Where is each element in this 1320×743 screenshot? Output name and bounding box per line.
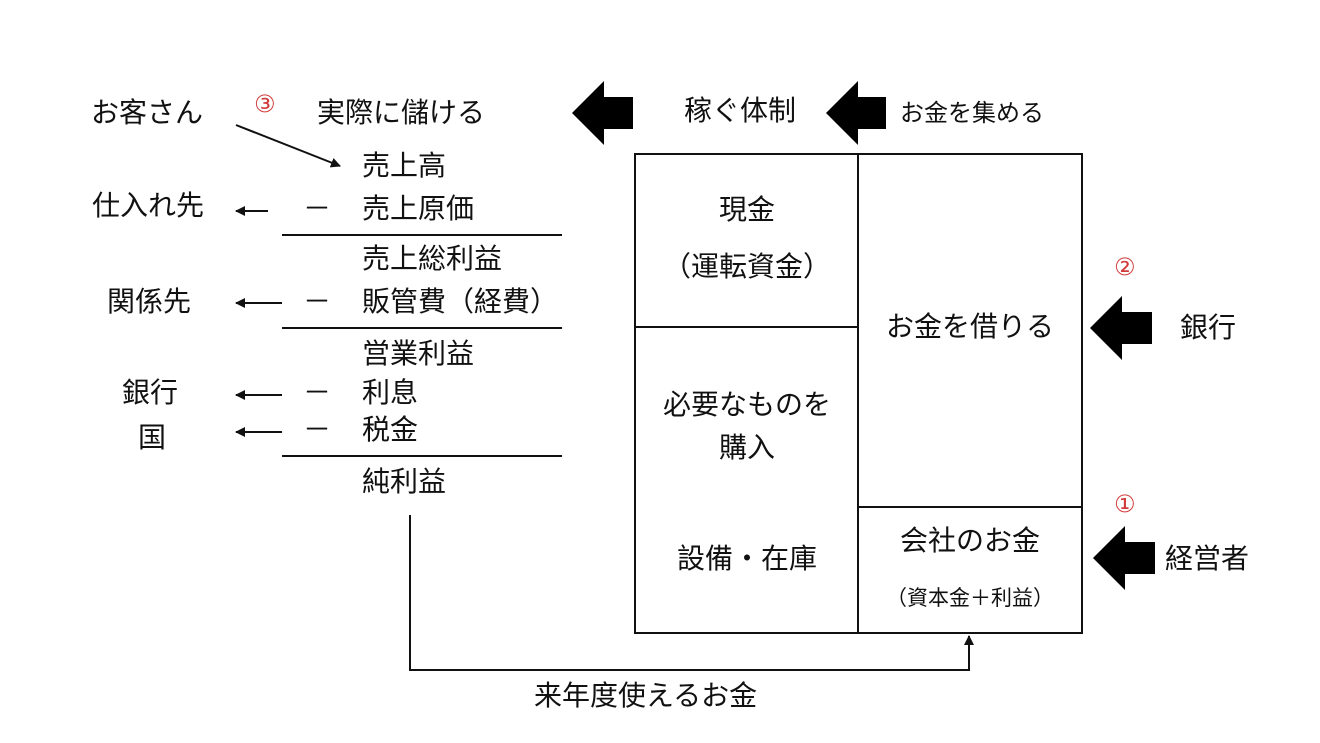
- recipient-country: 国: [138, 421, 167, 454]
- sga-label: 販管費（経費）: [362, 285, 559, 318]
- step1-marker: ①: [1114, 490, 1136, 518]
- earn-system-label: 稼ぐ体制: [684, 94, 797, 127]
- minus-interest: －: [303, 376, 332, 409]
- earn-system-arrow: [572, 81, 633, 145]
- equity-detail-label: （資本金＋利益）: [886, 586, 1054, 610]
- raise-money-arrow: [826, 81, 886, 145]
- borrow-label: お金を借りる: [885, 310, 1054, 343]
- step2-marker: ②: [1114, 253, 1136, 281]
- customer-label: お客さん: [91, 96, 204, 129]
- minus-tax: －: [303, 413, 332, 446]
- gross-profit-label: 売上総利益: [362, 242, 503, 275]
- purchase-line2: 購入: [718, 431, 775, 464]
- operating-profit-label: 営業利益: [362, 337, 475, 370]
- working-capital-label: （運転資金）: [662, 250, 831, 283]
- net-profit-label: 純利益: [362, 465, 447, 498]
- recipient-related: 関係先: [107, 285, 192, 318]
- cogs-label: 売上原価: [362, 192, 475, 225]
- raise-money-label: お金を集める: [900, 99, 1044, 127]
- income-title: 実際に儲ける: [317, 96, 486, 129]
- equipment-label: 設備・在庫: [676, 542, 817, 575]
- owner-arrow: [1093, 526, 1155, 590]
- owner-label: 経営者: [1165, 542, 1250, 575]
- recipient-bank: 銀行: [122, 376, 179, 409]
- interest-label: 利息: [362, 376, 419, 409]
- minus-sga: －: [303, 285, 332, 318]
- step3-marker: ③: [254, 90, 276, 118]
- recipient-suppliers: 仕入れ先: [92, 189, 205, 222]
- tax-label: 税金: [362, 413, 419, 446]
- carryover-label: 来年度使えるお金: [534, 679, 758, 712]
- sales-label: 売上高: [362, 149, 447, 182]
- lender-label: 銀行: [1180, 311, 1237, 344]
- equity-label: 会社のお金: [899, 524, 1040, 557]
- bank-arrow: [1090, 296, 1152, 360]
- minus-cogs: －: [303, 192, 332, 225]
- carryover-path: [409, 515, 974, 671]
- cash-label: 現金: [718, 193, 775, 226]
- customer-to-sales-arrow: [235, 124, 341, 168]
- purchase-line1: 必要なものを: [662, 388, 831, 421]
